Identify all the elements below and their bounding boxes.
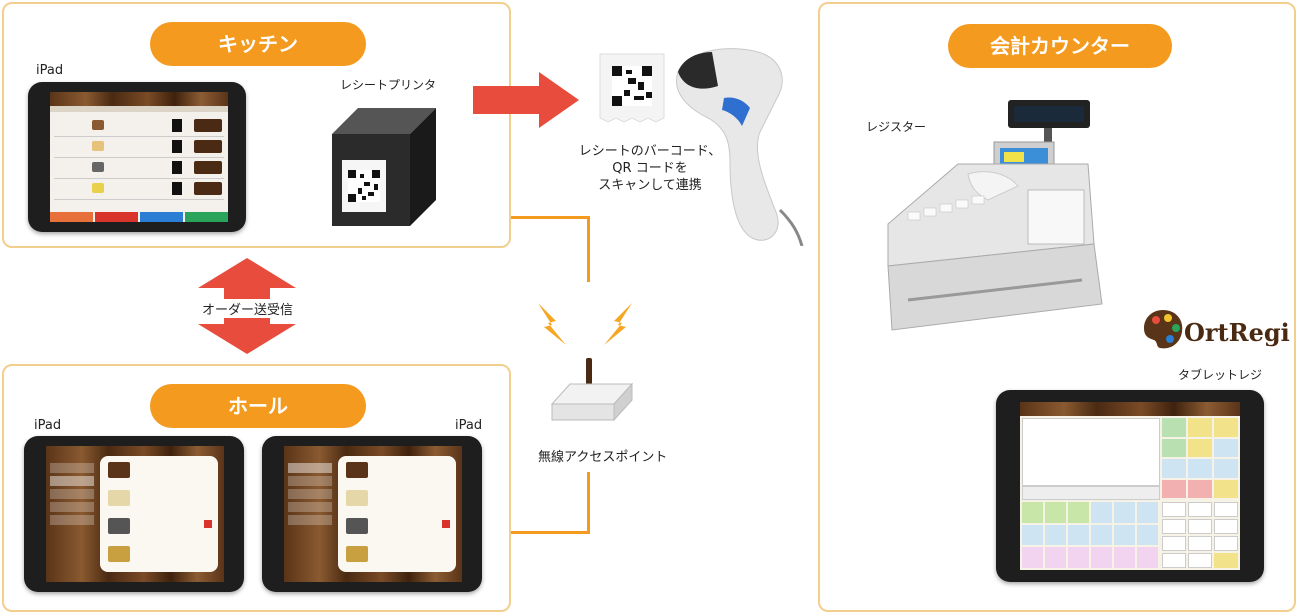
scan-label-line-1: レシートのバーコード、 — [578, 144, 722, 159]
scan-label-line-2: QR コードを — [612, 161, 688, 176]
hall-ipad-right-label: iPad — [455, 418, 483, 433]
kitchen-title: キッチン — [150, 22, 366, 66]
ortregi-logo-text: OrtRegi — [1184, 318, 1290, 347]
hall-ipad-left-label: iPad — [34, 418, 62, 433]
kitchen-ipad-screen — [50, 92, 228, 222]
tablet-register — [996, 390, 1264, 582]
kitchen-ipad — [28, 82, 246, 232]
printer-label: レシートプリンタ — [340, 78, 437, 92]
tablet-register-label: タブレットレジ — [1178, 368, 1263, 382]
lightning-icon-left — [538, 303, 566, 345]
hall-ipad-right-screen — [284, 446, 462, 582]
access-point-label: 無線アクセスポイント — [538, 450, 668, 465]
tablet-register-screen — [1020, 402, 1240, 570]
scan-label-line-3: スキャンして連携 — [598, 178, 702, 193]
wireless-access-point-icon — [550, 358, 634, 422]
hall-title: ホール — [150, 384, 366, 428]
hall-ipad-right — [262, 436, 482, 592]
network-line-kitchen — [511, 216, 589, 219]
scan-flow-arrow — [473, 72, 579, 128]
network-line-hall — [511, 531, 590, 534]
receipt-printer-icon — [332, 108, 436, 226]
hall-ipad-left-screen — [46, 446, 224, 582]
qr-receipt-icon — [599, 53, 665, 123]
lightning-icon-right — [604, 303, 632, 345]
order-label: オーダー送受信 — [200, 299, 296, 318]
kitchen-ipad-label: iPad — [36, 63, 64, 78]
counter-title: 会計カウンター — [948, 24, 1172, 68]
cash-register-icon — [887, 100, 1103, 331]
register-label: レジスター — [866, 120, 927, 134]
network-line-vertical-top — [587, 216, 590, 282]
hall-ipad-left — [24, 436, 244, 592]
ortregi-logo-icon — [1144, 310, 1183, 349]
barcode-scanner-icon — [676, 48, 804, 246]
network-line-vertical-bottom — [587, 472, 590, 534]
